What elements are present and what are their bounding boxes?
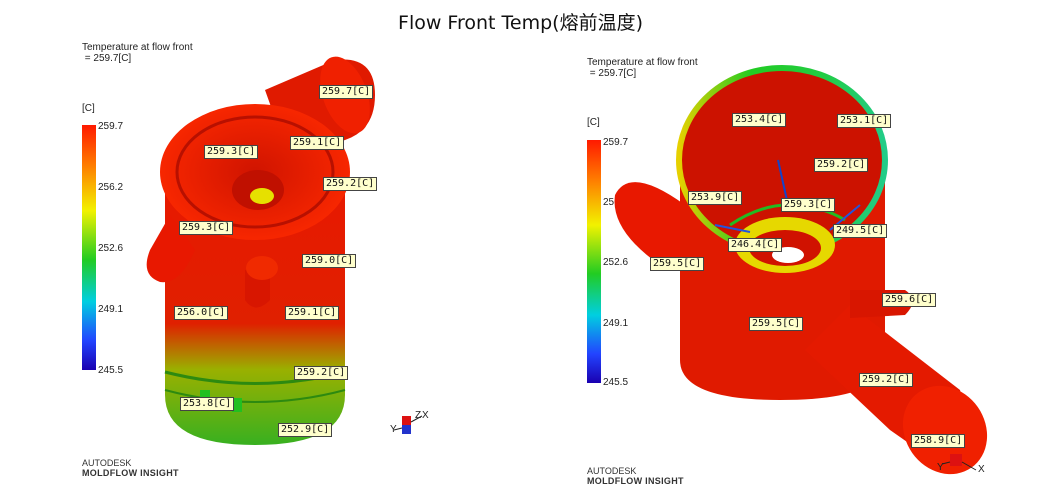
- right-probe-label: 246.4[C]: [728, 238, 783, 252]
- left-probe-label: 259.1[C]: [290, 136, 345, 150]
- right-axis-triad-icon[interactable]: Y X: [934, 450, 990, 476]
- right-probe-label: 259.5[C]: [749, 317, 804, 331]
- left-axis-triad-icon[interactable]: Y Z X: [388, 408, 434, 442]
- left-autodesk-logo: AUTODESK MOLDFLOW INSIGHT: [82, 458, 179, 478]
- left-scale-unit: [C]: [82, 103, 95, 114]
- right-probe-label: 259.5[C]: [650, 257, 705, 271]
- right-scale-tick-3: 249.1: [603, 318, 629, 329]
- left-axis-y-label: Y: [390, 424, 397, 435]
- left-part-model[interactable]: [0, 0, 520, 495]
- left-probe-label: 253.8[C]: [180, 397, 235, 411]
- left-view-panel[interactable]: Temperature at flow front = 259.7[C] [C]…: [0, 0, 520, 495]
- left-scale-tick-3: 249.1: [98, 304, 124, 315]
- right-probe-label: 259.3[C]: [781, 198, 836, 212]
- left-result-value: = 259.7[C]: [82, 53, 132, 64]
- right-scale-max: 259.7: [603, 137, 629, 148]
- right-scale-unit: [C]: [587, 117, 600, 128]
- right-result-value: = 259.7[C]: [587, 68, 637, 79]
- right-probe-label: 253.1[C]: [837, 114, 892, 128]
- left-scale-tick-2: 252.6: [98, 243, 124, 254]
- left-scale-min: 245.5: [98, 365, 124, 376]
- right-axis-y-label: Y: [937, 462, 944, 473]
- left-result-label: Temperature at flow front: [82, 42, 193, 53]
- left-probe-label: 259.7[C]: [319, 85, 374, 99]
- right-view-panel[interactable]: Temperature at flow front = 259.7[C] [C]…: [520, 0, 1041, 495]
- left-color-scale-bar: [82, 125, 96, 370]
- left-probe-label: 259.2[C]: [294, 366, 349, 380]
- left-scale-max: 259.7: [98, 121, 124, 132]
- right-scale-min: 245.5: [603, 377, 629, 388]
- left-scale-tick-1: 256.2: [98, 182, 124, 193]
- right-result-label: Temperature at flow front: [587, 57, 698, 68]
- page-title: Flow Front Temp(熔前温度): [398, 12, 643, 34]
- right-probe-label: 249.5[C]: [833, 224, 888, 238]
- left-axis-x-label: X: [422, 410, 429, 421]
- right-probe-label: 253.4[C]: [732, 113, 787, 127]
- right-scale-tick-2: 252.6: [603, 257, 629, 268]
- left-probe-label: 256.0[C]: [174, 306, 229, 320]
- right-probe-label: 259.6[C]: [882, 293, 937, 307]
- right-color-scale-bar: [587, 140, 601, 383]
- left-probe-label: 259.2[C]: [323, 177, 378, 191]
- right-probe-label: 259.2[C]: [814, 158, 869, 172]
- right-autodesk-logo: AUTODESK MOLDFLOW INSIGHT: [587, 466, 684, 486]
- right-axis-x-label: X: [978, 464, 985, 475]
- right-part-model[interactable]: [520, 0, 1041, 495]
- left-probe-label: 259.1[C]: [285, 306, 340, 320]
- left-axis-z-label: Z: [415, 410, 421, 421]
- right-probe-label: 259.2[C]: [859, 373, 914, 387]
- left-probe-label: 259.3[C]: [204, 145, 259, 159]
- left-probe-label: 252.9[C]: [278, 423, 333, 437]
- right-probe-label: 258.9[C]: [911, 434, 966, 448]
- left-probe-label: 259.0[C]: [302, 254, 357, 268]
- left-probe-label: 259.3[C]: [179, 221, 234, 235]
- right-probe-label: 253.9[C]: [688, 191, 743, 205]
